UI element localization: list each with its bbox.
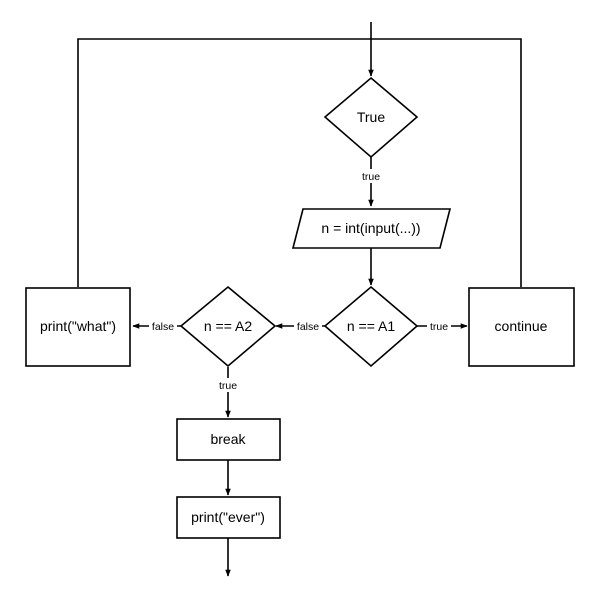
break-node: break (176, 418, 281, 461)
a1-false-edge-label: false (294, 319, 322, 333)
a1-false-label: false (297, 321, 319, 333)
a1-true-edge-label: true (427, 319, 451, 333)
loop-back-left (77, 38, 371, 287)
print-what-label: print("what") (40, 318, 116, 334)
print-ever-node: print("ever") (176, 496, 281, 539)
a2-true-label: true (219, 380, 237, 392)
loop-condition-node: True (323, 76, 419, 159)
continue-label: continue (495, 318, 548, 334)
break-label: break (210, 431, 246, 447)
a2-false-edge-label: false (149, 319, 177, 333)
continue-node: continue (468, 287, 575, 367)
print-what-node: print("what") (25, 287, 131, 367)
check-a1-label: n == A1 (347, 318, 395, 334)
loop-true-edge-label: true (359, 169, 383, 183)
a2-true-edge-label: true (216, 378, 240, 392)
check-a2-label: n == A2 (204, 318, 252, 334)
input-node: n = int(input(...)) (291, 208, 452, 249)
check-a1-node: n == A1 (323, 285, 419, 368)
loop-true-label: true (362, 171, 380, 183)
check-a2-node: n == A2 (179, 285, 277, 368)
loop-back-right (371, 38, 522, 287)
input-label: n = int(input(...)) (321, 220, 420, 236)
a2-false-label: false (152, 321, 174, 333)
print-ever-label: print("ever") (191, 509, 265, 525)
a1-true-label: true (430, 321, 448, 333)
loop-condition-label: True (357, 109, 385, 125)
